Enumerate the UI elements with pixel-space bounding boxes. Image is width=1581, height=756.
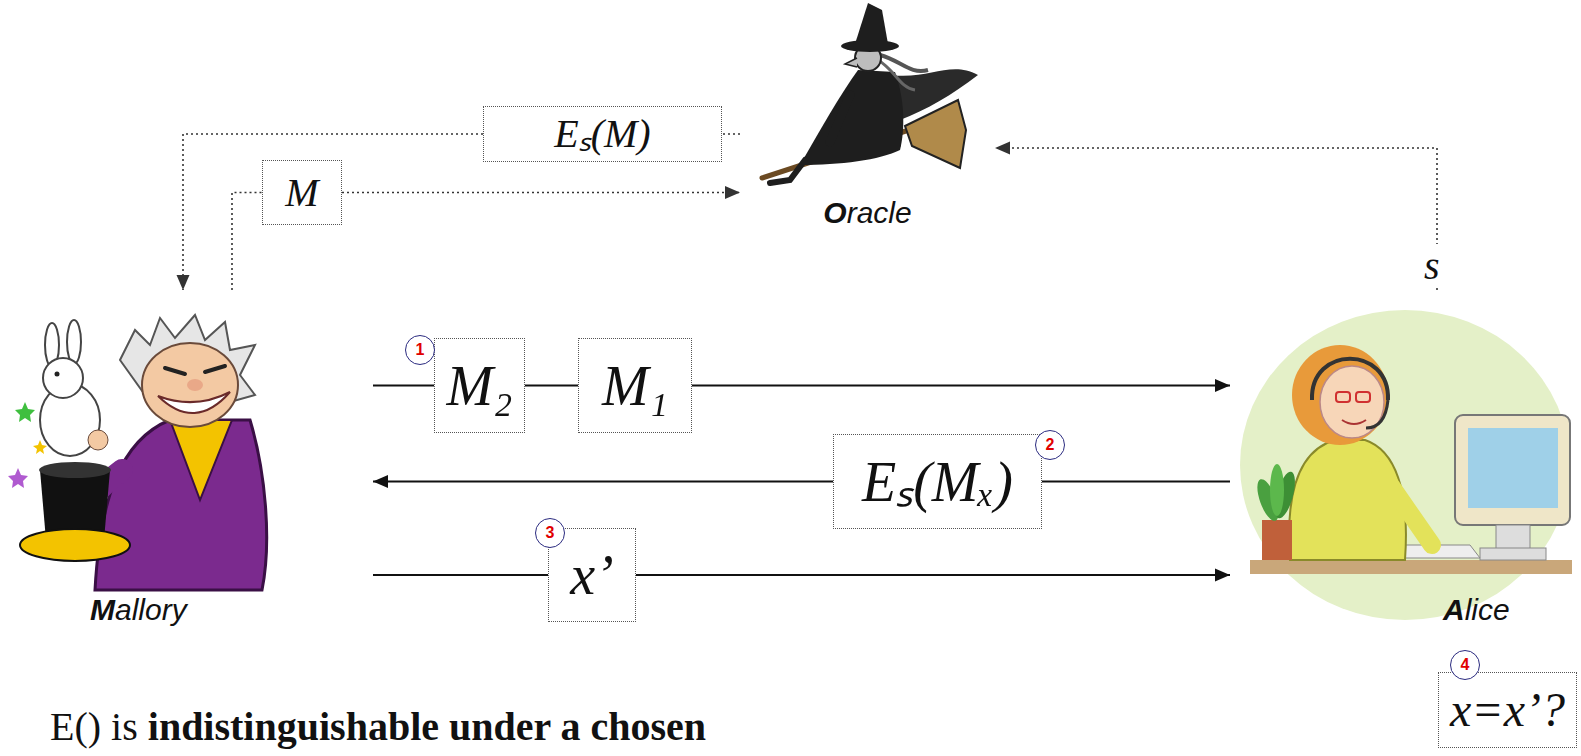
arrow-head	[995, 142, 1010, 155]
callout-number: 1	[405, 335, 435, 365]
box-text: Eₛ(Mₓ)	[862, 454, 1013, 510]
alice-illustration	[1240, 310, 1572, 620]
message-arrow	[373, 575, 548, 576]
message-arrow	[636, 569, 1230, 582]
connector-line	[342, 192, 740, 194]
dotted-connector	[177, 134, 484, 290]
connector-line	[722, 133, 740, 135]
arrow-head	[725, 186, 740, 199]
connector-line	[373, 481, 833, 483]
box-text: M₂	[446, 358, 512, 414]
message-arrow	[692, 379, 1230, 392]
connector-line	[636, 574, 1230, 576]
message-box: Eₛ(Mₓ)	[833, 434, 1042, 529]
message-box: M₂	[434, 338, 524, 433]
witch-illustration	[762, 3, 978, 183]
box-text: x=x’?	[1450, 686, 1565, 734]
callout-number: 3	[535, 518, 565, 548]
arrow-head	[1215, 569, 1230, 582]
dotted-connector	[342, 186, 740, 199]
message-box: Eₛ(M)	[483, 106, 722, 162]
note-line: E() isindistinguishable under a chosen	[50, 704, 706, 750]
box-text: M	[285, 173, 318, 213]
message-box: M	[262, 160, 342, 225]
edge-label: s	[1420, 244, 1444, 288]
arrow-head	[373, 475, 388, 488]
connector-line	[995, 148, 1437, 290]
dotted-connector	[722, 134, 740, 135]
figure-label: Alice	[1443, 593, 1510, 628]
note-text: indistinguishable under a chosen	[148, 704, 706, 750]
connector-line	[373, 385, 434, 387]
callout-number: 2	[1035, 430, 1065, 460]
callout-number: 4	[1450, 650, 1480, 680]
connector-line	[373, 574, 548, 576]
message-arrow	[373, 475, 833, 488]
connector-line	[1042, 481, 1230, 483]
dotted-connector	[232, 193, 262, 291]
message-arrow	[525, 385, 578, 386]
message-arrow	[1042, 481, 1230, 482]
arrow-head	[177, 275, 190, 290]
arrow-head	[1215, 379, 1230, 392]
message-box: M₁	[578, 338, 692, 433]
box-text: x’	[570, 547, 614, 603]
figure-label: Oracle	[740, 196, 995, 231]
check-box: x=x’?	[1438, 672, 1577, 748]
message-arrow	[373, 385, 434, 386]
mallory-figure: Mallory	[10, 290, 373, 630]
connector-line	[183, 134, 483, 290]
figure-label: Mallory	[90, 593, 187, 628]
alice-figure: Alice	[1230, 290, 1575, 630]
note-text: E() is	[50, 704, 138, 750]
connector-line	[692, 385, 1230, 387]
box-text: M₁	[602, 358, 668, 414]
dotted-connector	[995, 142, 1437, 291]
connector-line	[232, 193, 262, 291]
wizard-illustration	[8, 315, 267, 590]
box-text: Eₛ(M)	[554, 114, 650, 154]
connector-line	[525, 385, 578, 387]
oracle-figure: Oracle	[740, 0, 995, 238]
